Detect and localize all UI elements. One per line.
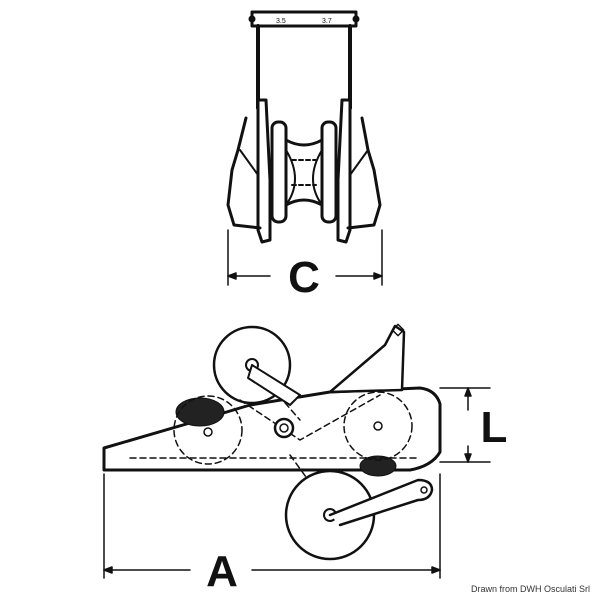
dimension-a <box>103 473 441 579</box>
upper-arm <box>247 364 301 406</box>
front-bolt-right <box>352 15 360 23</box>
rear-dark-roller <box>359 455 397 477</box>
front-right-bracket <box>346 116 382 230</box>
top-plate-mark-right: 3.7 <box>322 18 332 25</box>
lower-arm <box>328 478 434 527</box>
front-dark-roller <box>175 397 225 427</box>
front-left-plate <box>256 98 272 244</box>
front-right-plate <box>336 98 352 244</box>
top-plate-mark-left: 3.5 <box>276 18 286 25</box>
credit-text: Drawn from DWH Osculati Srl <box>470 584 590 594</box>
center-bolt <box>273 417 295 439</box>
label-c: C <box>288 253 320 302</box>
front-bolt-left <box>248 15 256 23</box>
label-l: L <box>481 403 508 452</box>
front-roller <box>270 120 338 224</box>
side-view <box>102 323 491 579</box>
label-a: A <box>206 547 238 596</box>
fin <box>328 324 406 394</box>
dimension-c <box>227 229 383 286</box>
dimension-l <box>439 387 491 463</box>
front-view <box>226 10 383 286</box>
front-left-bracket <box>226 116 262 230</box>
front-top-plate <box>250 10 358 28</box>
